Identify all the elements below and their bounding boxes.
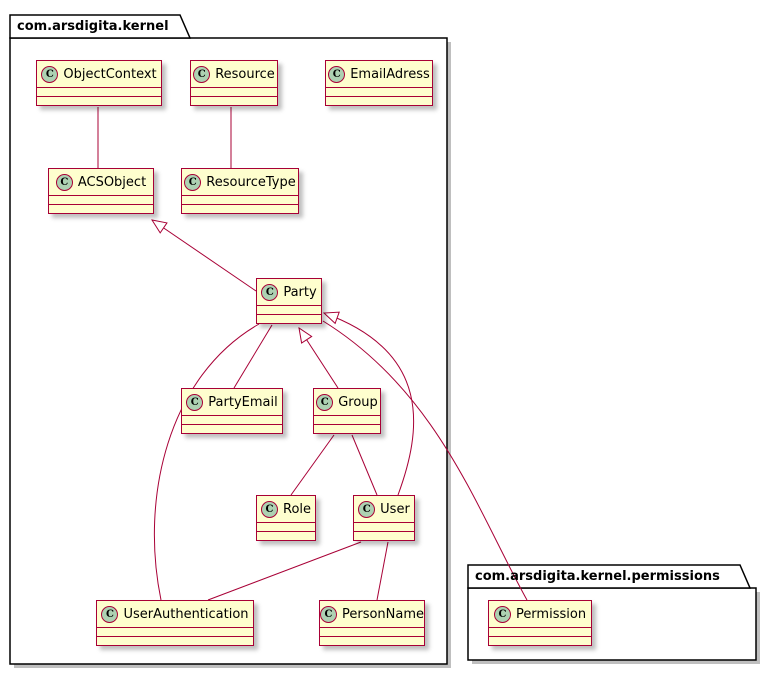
class-methods-compartment-user	[354, 531, 414, 540]
class-methods-compartment-party-email	[182, 424, 282, 433]
package-title-kernel: com.arsdigita.kernel	[17, 19, 169, 34]
class-c-spot-icon: C	[493, 605, 511, 623]
class-methods-compartment-email-adress	[326, 96, 432, 105]
class-name-role: Role	[283, 501, 312, 517]
package-body-kernel	[9, 37, 448, 665]
class-methods-compartment-role	[257, 531, 315, 540]
association-edge-group-to-user	[351, 434, 378, 496]
class-attributes-compartment-object-context	[37, 87, 161, 96]
class-methods-compartment-permission	[489, 636, 591, 645]
class-name-person-name: PersonName	[341, 606, 425, 622]
class-name-object-context: ObjectContext	[63, 66, 157, 82]
class-c-spot-icon: C	[316, 393, 334, 411]
class-methods-compartment-resource-type	[182, 204, 298, 213]
class-methods-compartment-object-context	[37, 96, 161, 105]
class-attributes-compartment-user-authentication	[97, 627, 253, 636]
class-attributes-compartment-resource	[191, 87, 277, 96]
class-name-acs-object: ACSObject	[77, 174, 147, 190]
class-c-spot-icon: C	[101, 605, 119, 623]
class-c-spot-icon: C	[186, 393, 204, 411]
class-c-spot-icon: C	[328, 65, 346, 83]
generalization-edge-user-to-party	[324, 313, 415, 496]
class-methods-compartment-resource	[191, 96, 277, 105]
class-name-resource: Resource	[215, 66, 275, 82]
package-title-permissions: com.arsdigita.kernel.permissions	[475, 569, 720, 584]
association-edge-party-to-party-email	[233, 324, 273, 389]
generalization-edge-party-to-acs-object	[152, 220, 257, 292]
class-c-spot-icon: C	[358, 500, 376, 518]
class-header-role: C Role	[257, 496, 315, 522]
class-name-group: Group	[338, 394, 378, 410]
class-name-party: Party	[283, 284, 317, 300]
class-c-spot-icon: C	[41, 65, 59, 83]
class-attributes-compartment-party	[257, 305, 321, 314]
class-attributes-compartment-party-email	[182, 415, 282, 424]
class-methods-compartment-party	[257, 314, 321, 323]
association-edge-party-to-user-authentication	[153, 323, 260, 601]
class-name-user-authentication: UserAuthentication	[123, 606, 249, 622]
class-attributes-compartment-role	[257, 522, 315, 531]
class-name-resource-type: ResourceType	[206, 174, 296, 190]
class-attributes-compartment-permission	[489, 627, 591, 636]
class-attributes-compartment-email-adress	[326, 87, 432, 96]
generalization-edge-group-to-party	[299, 328, 339, 389]
class-methods-compartment-person-name	[320, 636, 424, 645]
association-edge-user-to-user-authentication	[207, 541, 362, 601]
class-attributes-compartment-group	[314, 415, 380, 424]
class-c-spot-icon: C	[184, 173, 202, 191]
class-name-permission: Permission	[515, 606, 587, 622]
class-attributes-compartment-person-name	[320, 627, 424, 636]
class-attributes-compartment-resource-type	[182, 195, 298, 204]
class-attributes-compartment-user	[354, 522, 414, 531]
class-methods-compartment-group	[314, 424, 380, 433]
class-name-user: User	[380, 501, 410, 517]
class-c-spot-icon: C	[319, 605, 337, 623]
package-tab-kernel	[9, 14, 192, 39]
association-edge-user-to-person-name	[376, 541, 389, 601]
association-edge-permission-to-party	[322, 320, 528, 601]
class-name-party-email: PartyEmail	[208, 394, 278, 410]
class-role: C Role	[256, 495, 316, 541]
package-tab-permissions	[467, 564, 752, 589]
class-c-spot-icon: C	[261, 283, 279, 301]
class-c-spot-icon: C	[261, 500, 278, 518]
class-attributes-compartment-acs-object	[49, 195, 153, 204]
class-c-spot-icon: C	[55, 173, 73, 191]
association-edge-group-to-role	[290, 434, 335, 496]
class-methods-compartment-user-authentication	[97, 636, 253, 645]
class-c-spot-icon: C	[193, 65, 211, 83]
class-name-email-adress: EmailAdress	[350, 66, 430, 82]
class-methods-compartment-acs-object	[49, 204, 153, 213]
